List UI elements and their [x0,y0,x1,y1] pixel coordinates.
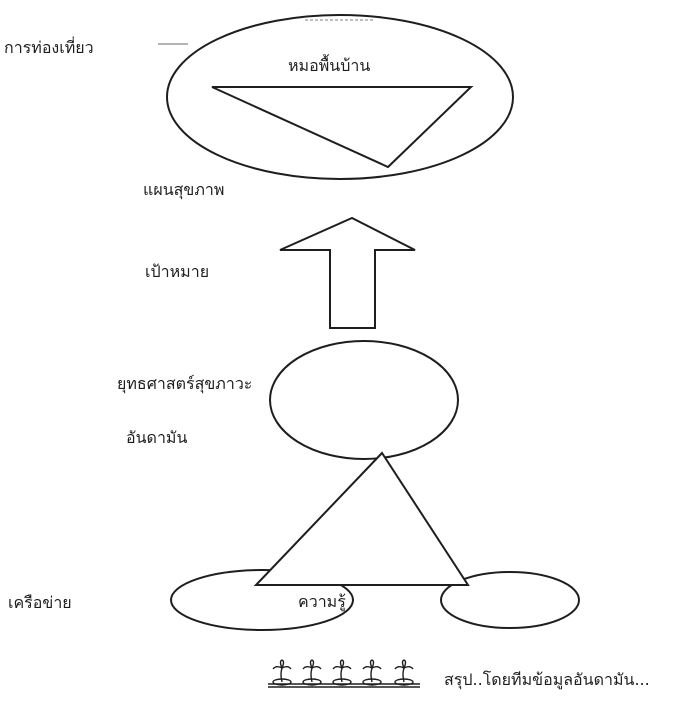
up-arrow [280,218,415,328]
inverted-triangle [212,87,471,167]
palm-trees-on-island-icon [268,660,420,687]
label-network: เครือข่าย [8,593,72,613]
label-summary: สรุป..โดยทีมข้อมูลอันดามัน... [444,670,650,690]
label-tourism: การท่องเที่ยว [4,38,94,58]
label-strategy-line2: อันดามัน [126,428,187,448]
label-folk-doctor: หมอพื้นบ้าน [288,56,370,76]
label-goal: เป้าหมาย [145,262,209,282]
label-knowledge: ความรู้ [298,592,346,612]
label-strategy-line1: ยุทธศาสตร์สุขภาวะ [117,374,252,394]
large-triangle [256,453,468,585]
middle-ellipse [270,341,458,459]
label-health-plan: แผนสุขภาพ [143,180,224,200]
